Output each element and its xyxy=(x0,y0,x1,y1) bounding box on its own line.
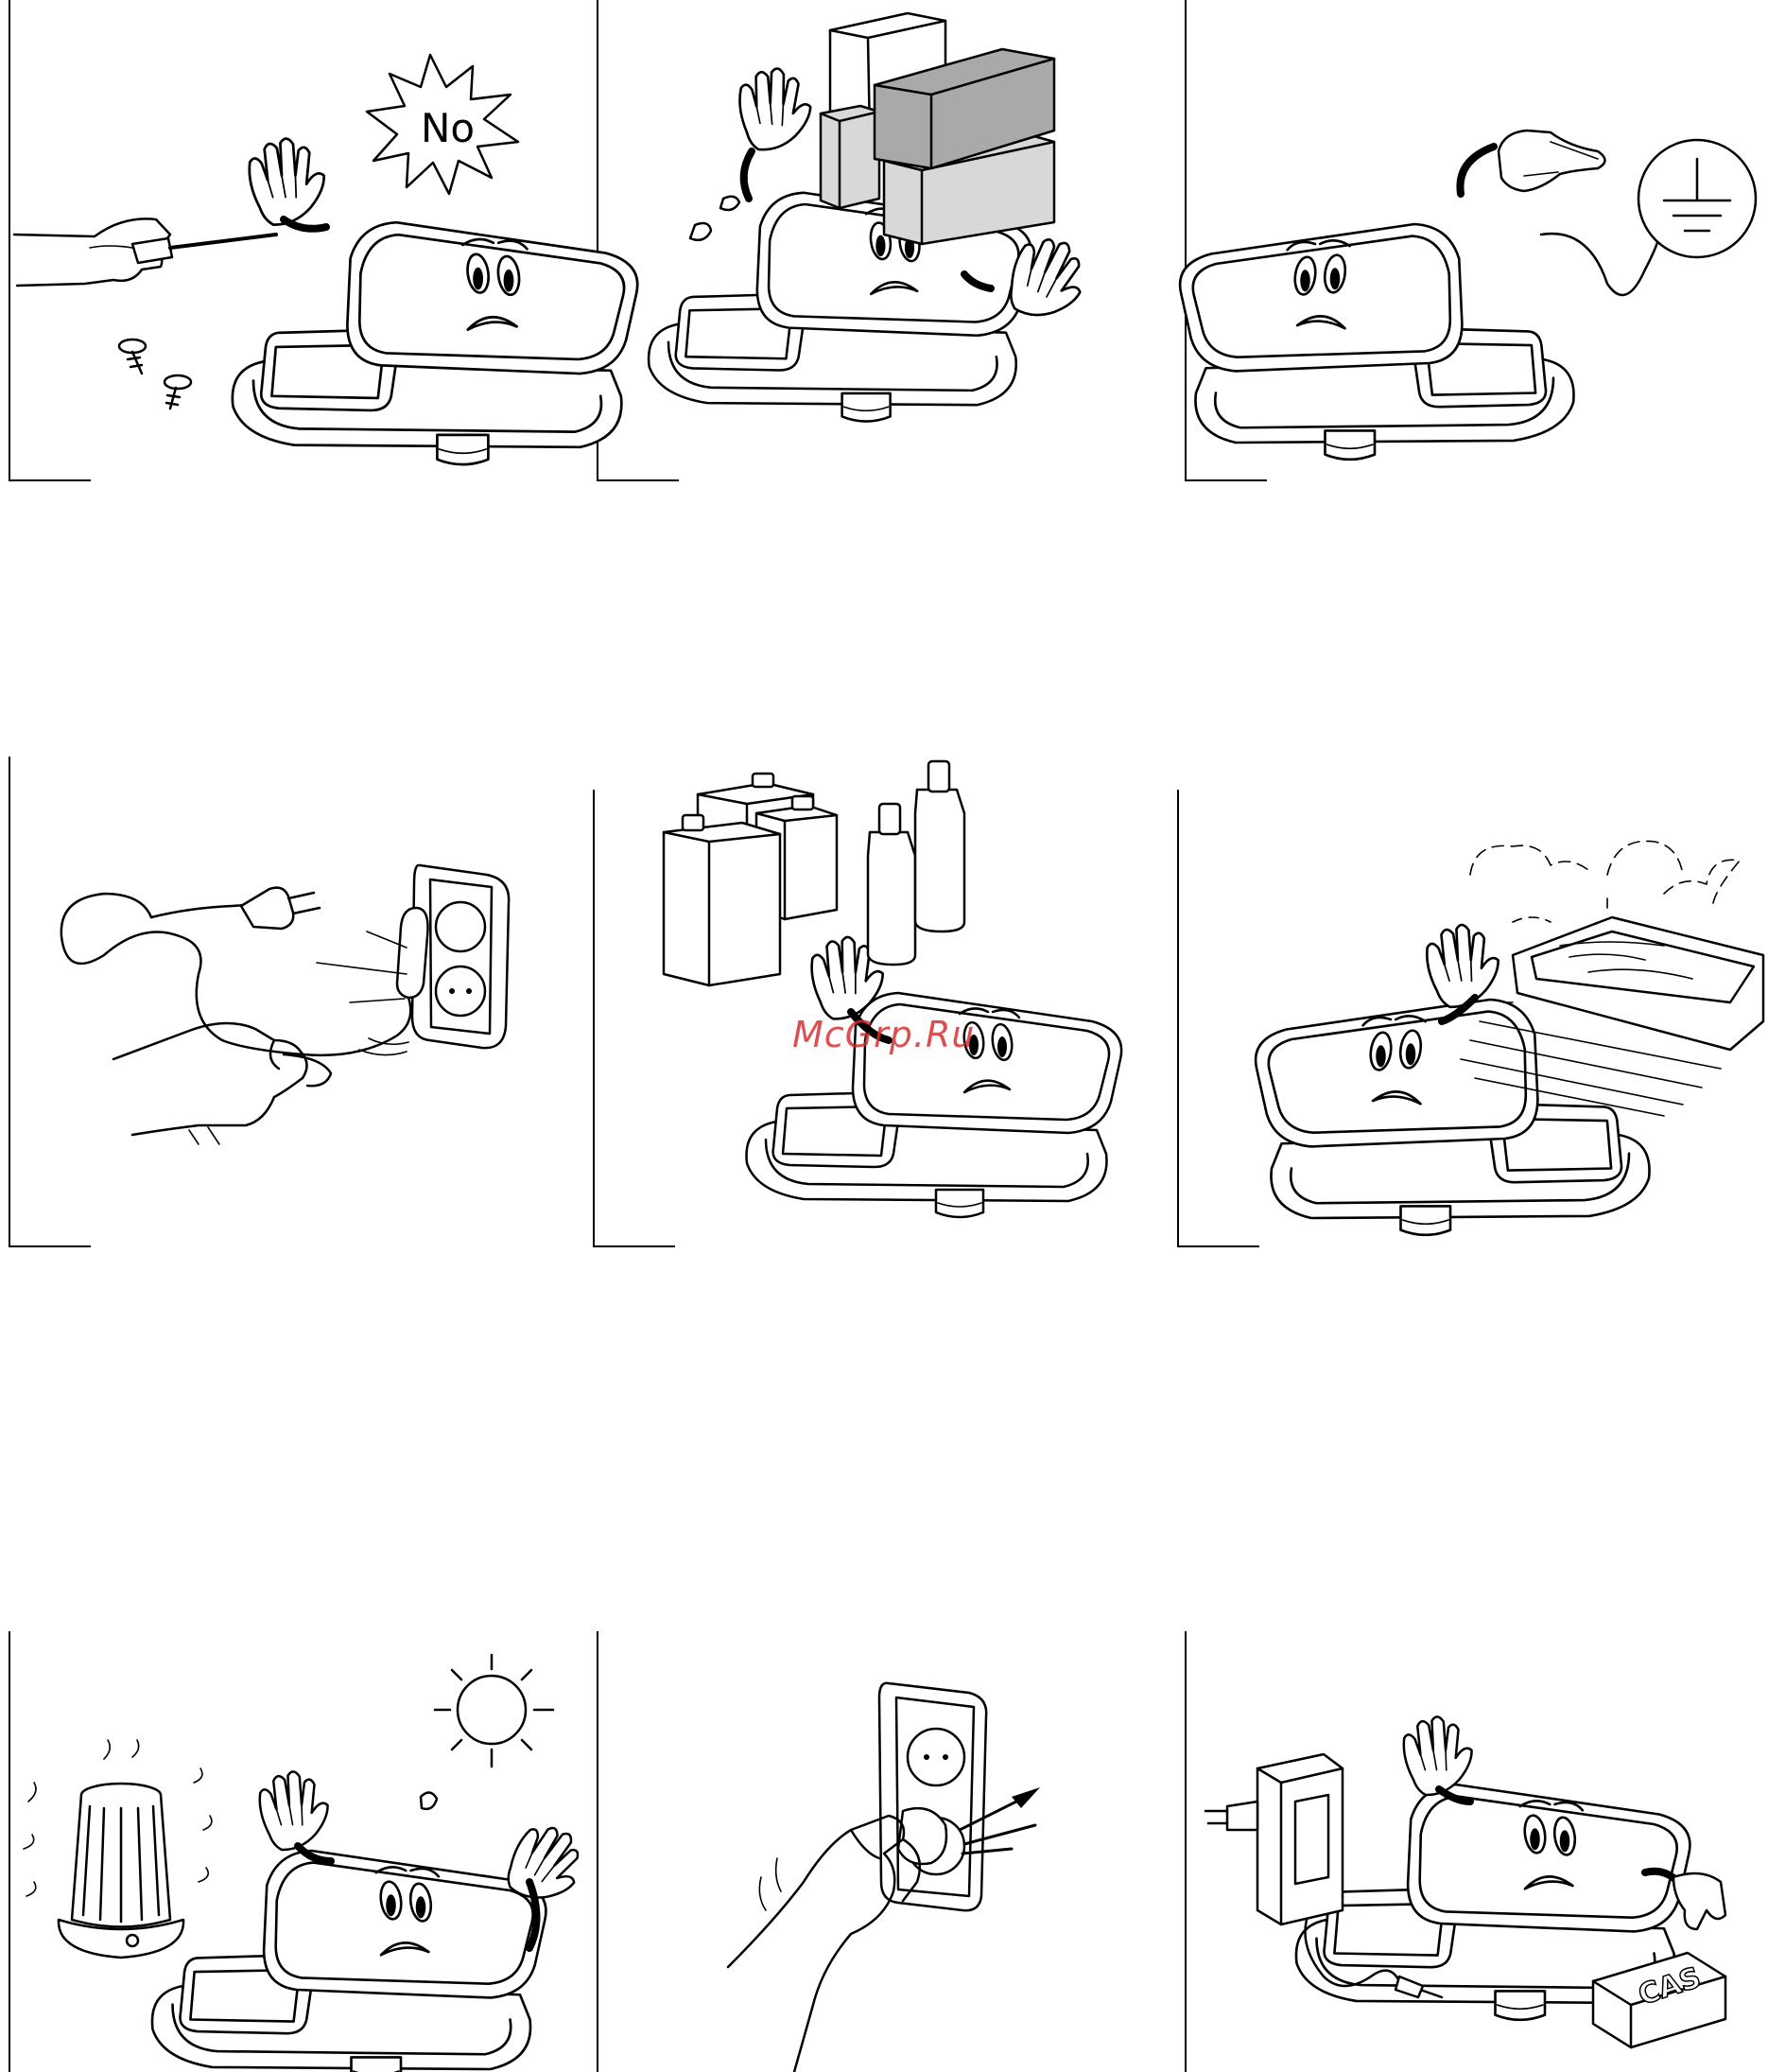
panel-ground-connection xyxy=(1180,131,1756,460)
bathtub-icon xyxy=(1513,917,1763,1050)
panel-no-disassemble: No xyxy=(14,55,637,464)
panel-no-humidity xyxy=(1256,841,1763,1234)
ground-symbol-icon xyxy=(1638,140,1756,257)
panel-no-heat-sunlight xyxy=(24,1655,594,2072)
plug-icon xyxy=(241,888,320,929)
panel-no-pull-cord xyxy=(61,865,509,1144)
panel-use-original-adapter: CAS xyxy=(1205,1712,1725,2047)
panel-no-overload xyxy=(649,13,1094,422)
panel-no-chemicals xyxy=(664,761,1121,1217)
sun-icon xyxy=(435,1655,553,1767)
screw-icon xyxy=(165,375,191,409)
no-burst-sign: No xyxy=(367,55,518,194)
heater-icon xyxy=(24,1740,212,1958)
watermark: McGrp.Ru xyxy=(792,1014,975,1055)
chemical-canisters xyxy=(664,761,964,985)
screw-icon xyxy=(119,340,146,374)
no-sign-text: No xyxy=(421,105,475,151)
panel-no-wet-hands-plug xyxy=(728,1683,1040,2072)
